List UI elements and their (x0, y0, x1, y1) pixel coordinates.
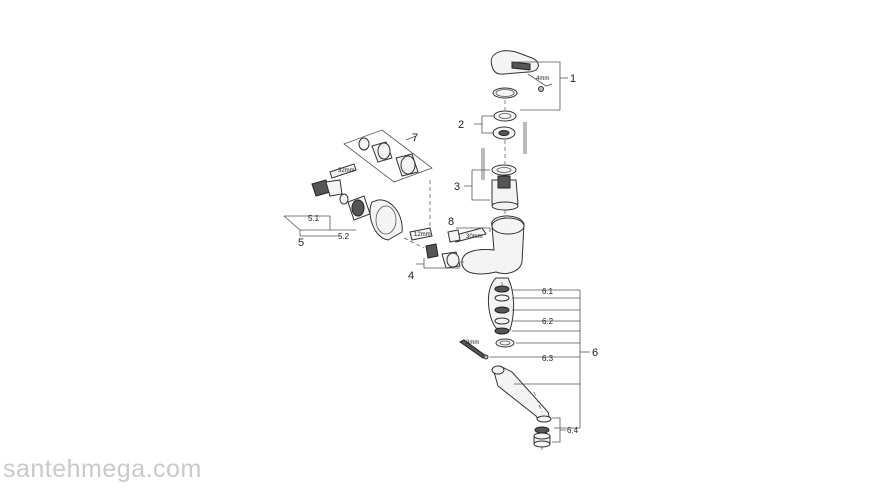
cap-ring-lower (492, 126, 516, 140)
wrench-32mm-label: 32mm (338, 168, 355, 174)
bracket-5 (283, 215, 356, 237)
cartridge-seal (491, 164, 517, 176)
watermark: santehmega.com (3, 455, 202, 483)
callout-5: 5 (298, 237, 304, 249)
bracket-1 (512, 61, 561, 111)
hex-key-4mm-label: 4mm (536, 76, 549, 82)
wrench-12mm: 12mm (409, 227, 433, 241)
bracket-6 (490, 289, 590, 429)
aerator (533, 415, 552, 448)
callout-4: 4 (408, 270, 414, 282)
callout-7: 7 (412, 132, 418, 144)
callout-8: 8 (448, 216, 454, 228)
spout (491, 365, 550, 421)
wall-rosette (369, 199, 403, 241)
cartridge (491, 175, 519, 211)
hex-key-3mm: 3mm (459, 339, 487, 359)
mixer-body (461, 215, 525, 331)
wrench-30mm: 30mm (447, 227, 487, 243)
callout-6-3: 6.3 (542, 354, 554, 363)
hex-key-3mm-label: 3mm (466, 340, 479, 346)
grub-screw (538, 86, 544, 92)
s-union (311, 179, 343, 197)
callout-6: 6 (592, 347, 598, 359)
callout-5-2: 5.2 (338, 232, 350, 241)
bracket-4 (416, 258, 460, 269)
hex-key-4mm: 4mm (527, 73, 553, 87)
wrench-32mm: 32mm (329, 163, 357, 179)
wrench-12mm-label: 12mm (414, 232, 431, 238)
callout-3: 3 (454, 181, 460, 193)
union-nut (347, 195, 371, 221)
bracket-8 (456, 227, 491, 232)
extension-kit (343, 129, 433, 183)
wrench-30mm-label: 30mm (466, 234, 483, 240)
union-washer (339, 193, 349, 205)
spout-screw (483, 354, 489, 360)
callout-5-1: 5.1 (308, 214, 320, 223)
callout-6-2: 6.2 (542, 317, 554, 326)
callout-6-4: 6.4 (567, 426, 579, 435)
assembly-axes (403, 100, 543, 452)
cap-ring-upper (493, 110, 517, 122)
bracket-2 (474, 115, 494, 134)
cartridge-bolts (481, 122, 527, 180)
spout-seal-stack (494, 285, 515, 348)
callout-6-1: 6.1 (542, 287, 554, 296)
callout-2: 2 (458, 119, 464, 131)
lever-handle (490, 50, 539, 75)
bracket-6-4 (552, 417, 566, 443)
bracket-3 (464, 169, 490, 201)
connecting-nut (425, 243, 461, 269)
callout-1: 1 (570, 73, 576, 85)
